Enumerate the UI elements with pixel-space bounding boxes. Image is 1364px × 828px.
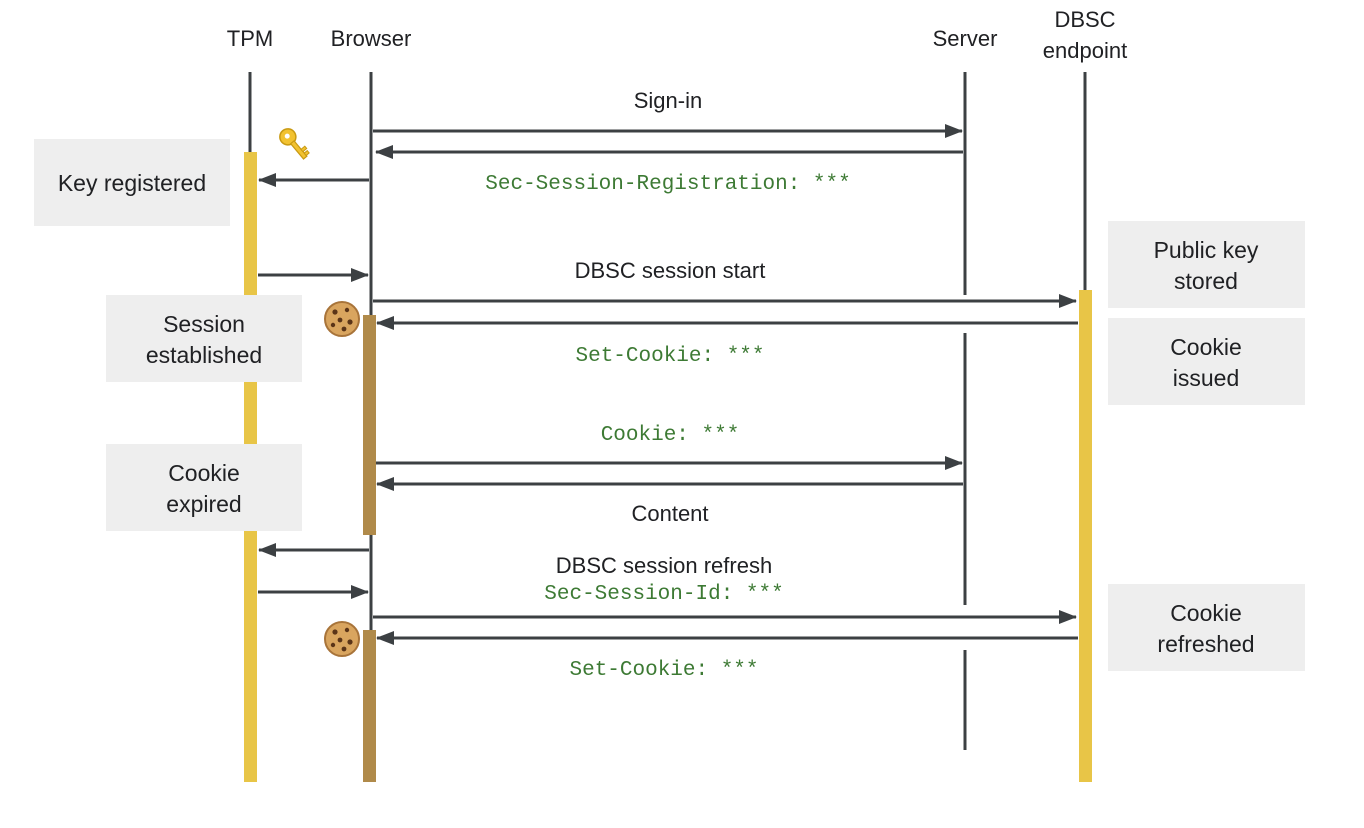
participant-dbsc-line2: endpoint [1043, 38, 1127, 63]
note-public-key-line1: Public key [1154, 237, 1259, 263]
dbsc-activation-bar [1079, 290, 1092, 782]
message-cookie-request: Cookie: *** [601, 424, 740, 447]
note-cookie-refreshed-line1: Cookie [1170, 600, 1242, 626]
note-box-cookie-refreshed [1108, 584, 1305, 671]
participant-browser: Browser [331, 26, 412, 51]
message-signin: Sign-in [634, 88, 702, 113]
message-set-cookie-2: Set-Cookie: *** [569, 659, 758, 682]
message-session-id-header: Sec-Session-Id: *** [544, 583, 783, 606]
message-session-start: DBSC session start [575, 258, 766, 283]
message-session-refresh: DBSC session refresh [556, 553, 772, 578]
browser-activation-bar-2 [363, 630, 376, 782]
cookie-icon [324, 301, 360, 337]
participant-dbsc-line1: DBSC [1054, 7, 1115, 32]
participant-server: Server [933, 26, 998, 51]
note-box-public-key-stored [1108, 221, 1305, 308]
browser-activation-bar-1 [363, 315, 376, 535]
note-cookie-expired-line2: expired [166, 491, 241, 517]
note-box-cookie-issued [1108, 318, 1305, 405]
note-cookie-issued-line2: issued [1173, 365, 1239, 391]
note-box-cookie-expired [106, 444, 302, 531]
note-session-established-line2: established [146, 342, 262, 368]
message-content: Content [631, 501, 708, 526]
note-cookie-expired-line1: Cookie [168, 460, 240, 486]
note-key-registered: Key registered [58, 170, 206, 196]
note-public-key-line2: stored [1174, 268, 1238, 294]
note-cookie-issued-line1: Cookie [1170, 334, 1242, 360]
note-box-key-registered [34, 139, 230, 226]
key-icon [279, 128, 310, 160]
note-cookie-refreshed-line2: refreshed [1157, 631, 1254, 657]
note-session-established-line1: Session [163, 311, 245, 337]
note-box-session-established [106, 295, 302, 382]
message-registration-header: Sec-Session-Registration: *** [485, 173, 850, 196]
cookie-icon [324, 621, 360, 657]
message-set-cookie-1: Set-Cookie: *** [575, 345, 764, 368]
participant-tpm: TPM [227, 26, 273, 51]
